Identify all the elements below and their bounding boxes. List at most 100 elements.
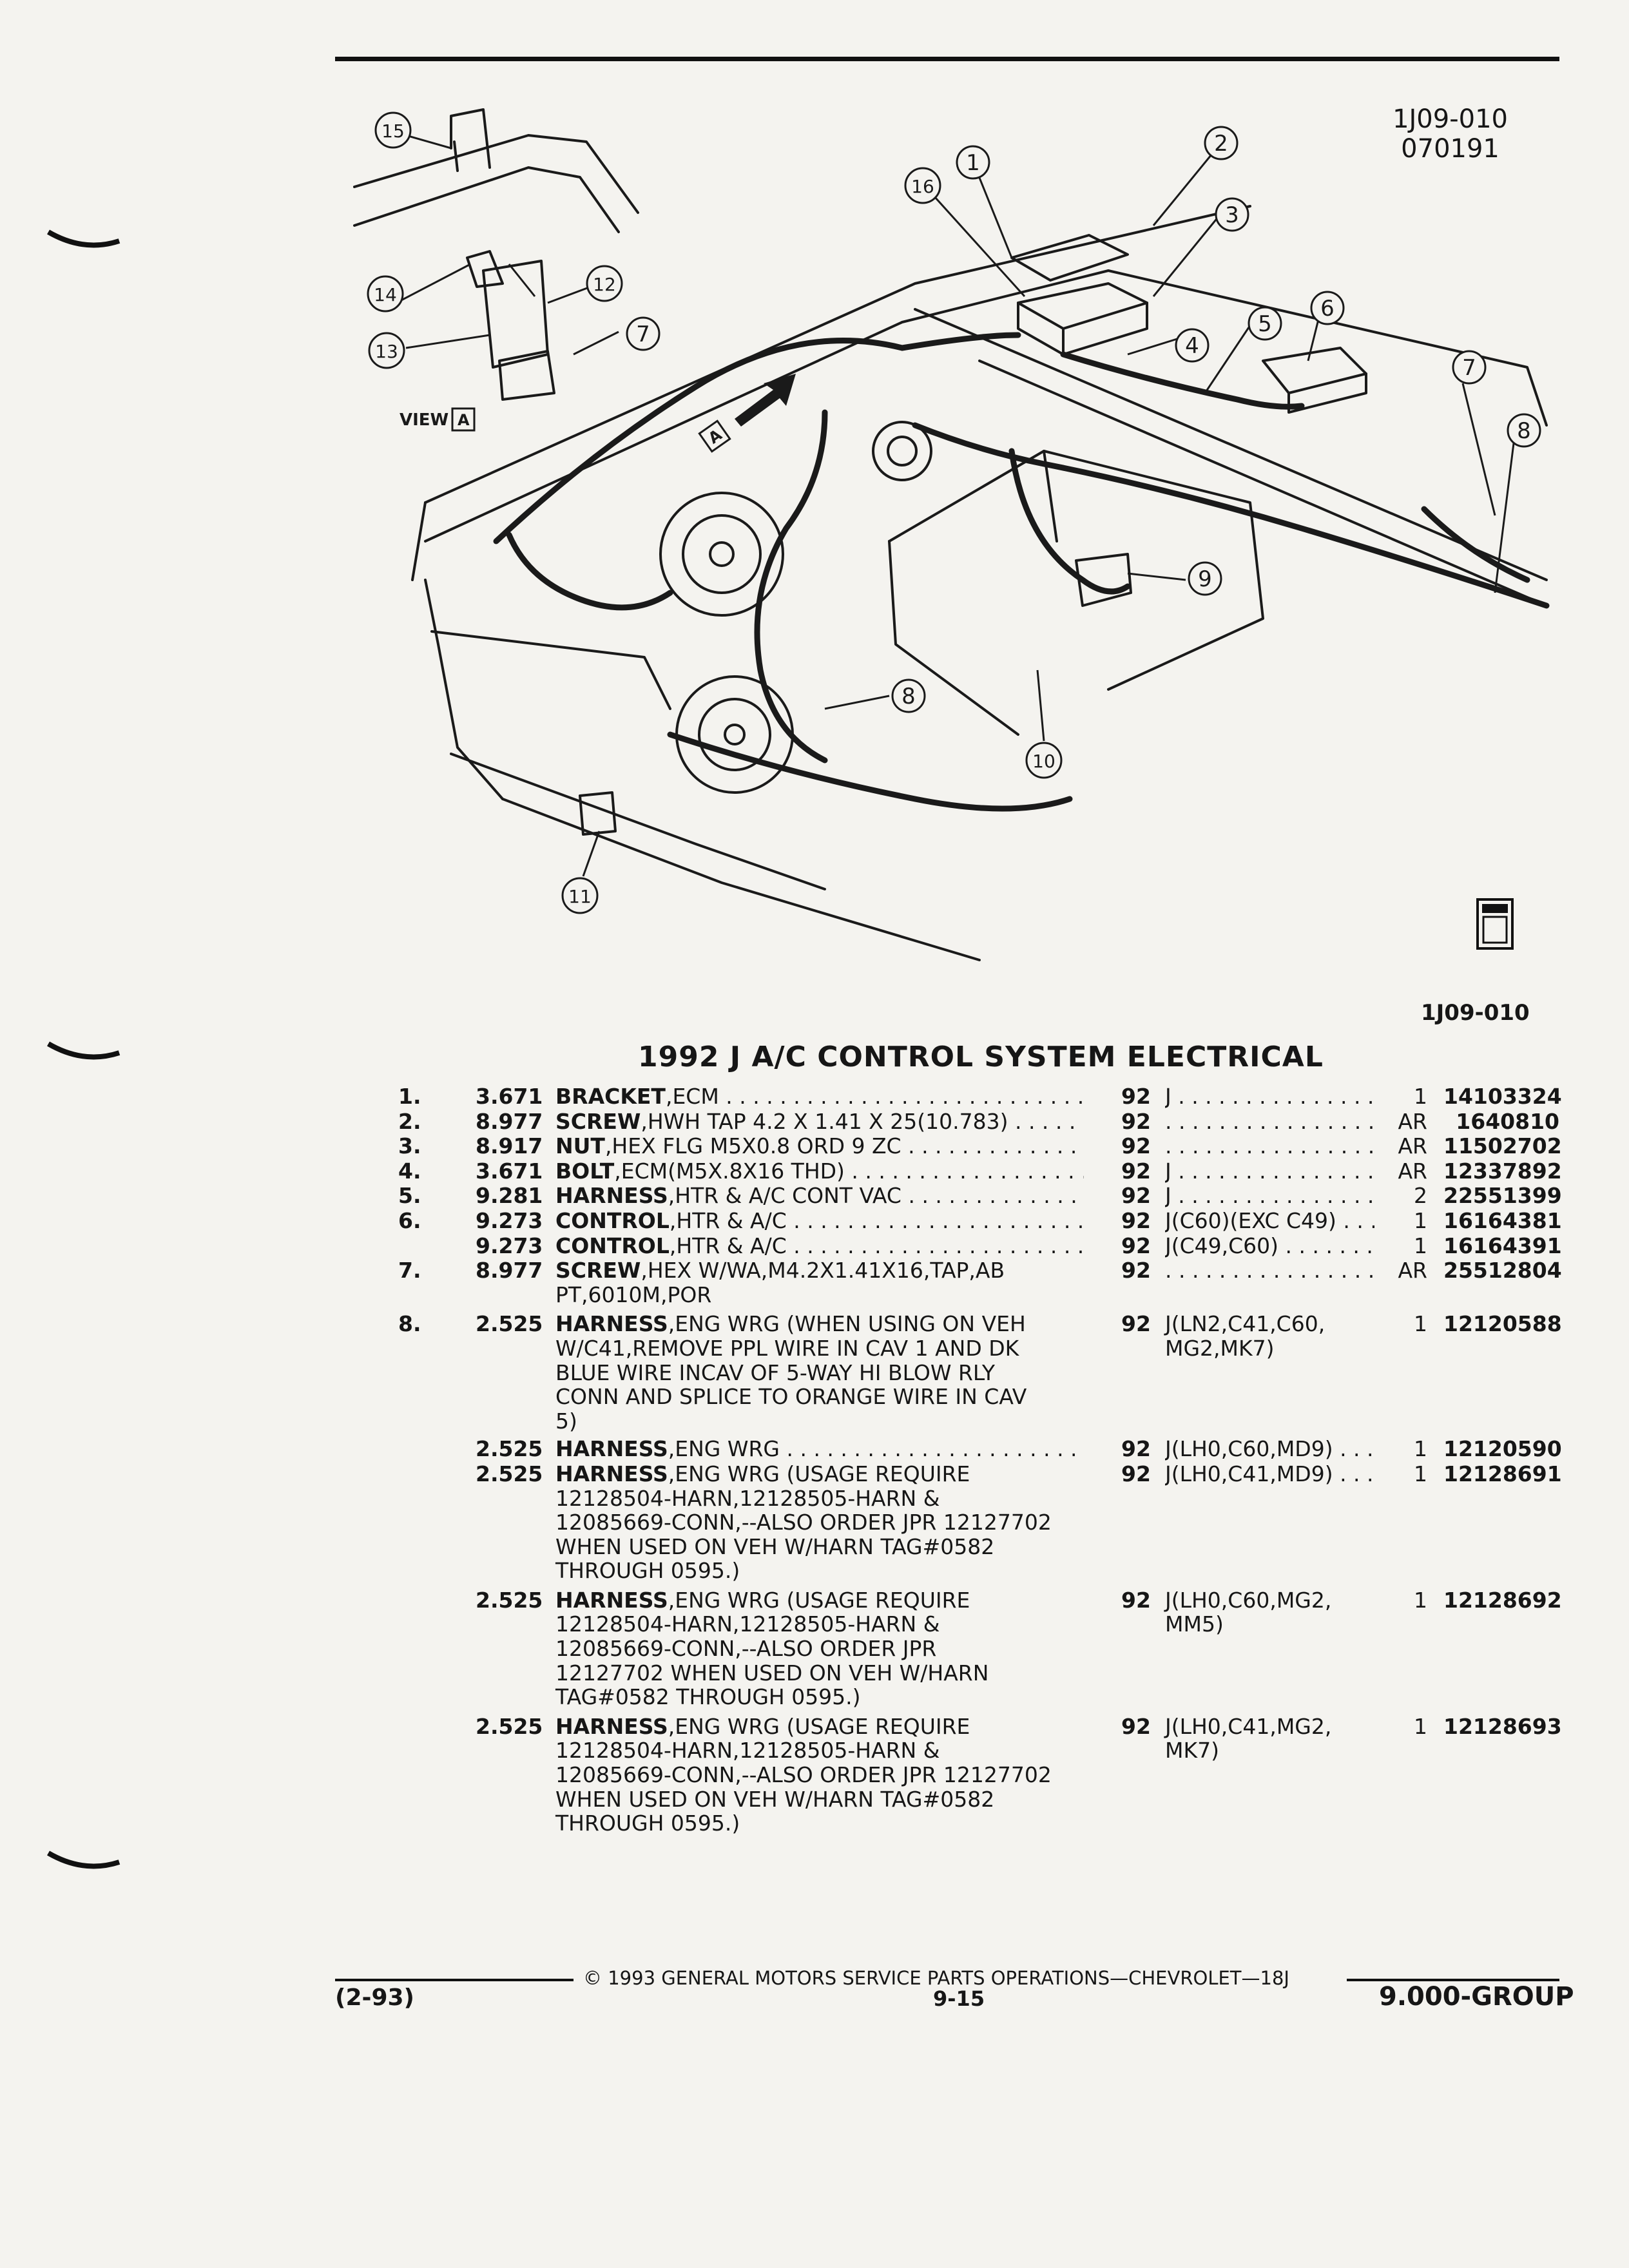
model-year: 92	[1121, 1133, 1151, 1159]
page-title: 1992 J A/C CONTROL SYSTEM ELECTRICAL	[638, 1041, 1324, 1073]
quantity: 1	[1414, 1713, 1427, 1739]
quantity: 1	[1414, 1311, 1427, 1337]
callout-16: 16	[904, 167, 941, 204]
group-number: 2.525	[476, 1311, 543, 1337]
figure-label: 1J09-010	[1421, 1000, 1530, 1026]
callout-5: 5	[1248, 306, 1282, 341]
part-number: 16164391	[1443, 1233, 1562, 1258]
model-year: 92	[1121, 1233, 1151, 1258]
model-year: 92	[1121, 1587, 1151, 1613]
part-description: ,ENG WRG	[668, 1437, 780, 1461]
quantity: 1	[1414, 1587, 1427, 1613]
part-name: SCREW	[555, 1109, 641, 1134]
parts-row: 2.525 HARNESS,ENG WRG (USAGE REQUIRE 121…	[0, 1713, 1629, 1836]
part-description: ,HEX FLG M5X0.8 ORD 9 ZC	[604, 1134, 901, 1158]
callout-7-view: 7	[626, 316, 660, 351]
svg-text:7: 7	[1462, 355, 1476, 381]
usage-code: J(LH0,C41,MG2, MK7)	[1165, 1713, 1332, 1763]
model-year: 92	[1121, 1461, 1151, 1486]
part-name: SCREW	[555, 1258, 641, 1283]
usage-code: J	[1165, 1159, 1374, 1184]
quantity: AR	[1398, 1158, 1427, 1184]
top-rule	[335, 57, 1559, 61]
part-name: NUT	[555, 1134, 605, 1158]
svg-text:7: 7	[636, 322, 650, 347]
parts-list: 1. 3.671 BRACKET,ECM 92 J 1 14103324 2. …	[0, 1084, 1629, 1836]
part-name: HARNESS	[555, 1461, 668, 1486]
revision-date: (2-93)	[335, 1984, 414, 2011]
svg-text:12: 12	[593, 274, 616, 295]
parts-row: 3. 8.917 NUT,HEX FLG M5X0.8 ORD 9 ZC 92 …	[0, 1134, 1629, 1158]
usage-code	[1165, 1258, 1374, 1283]
view-letter: A	[458, 411, 470, 429]
model-year: 92	[1121, 1084, 1151, 1109]
callout-14: 14	[367, 275, 404, 312]
parts-row: 9.273 CONTROL,HTR & A/C 92 J(C49,C60) 1 …	[0, 1233, 1629, 1258]
page-code: 1J09-010	[1393, 104, 1508, 134]
parts-row: 8. 2.525 HARNESS,ENG WRG (WHEN USING ON …	[0, 1312, 1629, 1433]
callout-13: 13	[368, 332, 405, 369]
part-number: 12120588	[1443, 1311, 1562, 1337]
callout-8: 8	[1507, 413, 1541, 448]
model-year: 92	[1121, 1183, 1151, 1209]
model-year: 92	[1121, 1158, 1151, 1184]
page-date: 070191	[1401, 134, 1499, 164]
quantity: AR	[1398, 1133, 1427, 1159]
parts-row: 2.525 HARNESS,ENG WRG 92 J(LH0,C60,MD9) …	[0, 1437, 1629, 1461]
quantity: 1	[1414, 1233, 1427, 1258]
callout-12: 12	[586, 265, 623, 302]
callout-9: 9	[1188, 561, 1222, 596]
callout-1: 1	[956, 145, 990, 180]
part-description: ,HTR & A/C	[669, 1208, 787, 1233]
svg-text:11: 11	[568, 886, 592, 907]
part-description: ,ECM	[665, 1084, 719, 1109]
exploded-view-illustration: A VIEW A 1 2 3 4 5 6 7 7 8 8 9	[353, 108, 1550, 961]
item-number: 2.	[398, 1108, 421, 1134]
svg-text:8: 8	[1517, 418, 1531, 444]
quantity: 1	[1414, 1461, 1427, 1486]
footer-rule-right	[1347, 1979, 1559, 1981]
item-number: 1.	[398, 1084, 421, 1109]
gm-spo-logo	[1476, 898, 1514, 950]
parts-row: 2. 8.977 SCREW,HWH TAP 4.2 X 1.41 X 25(1…	[0, 1108, 1629, 1134]
part-name: BRACKET	[555, 1084, 666, 1109]
parts-row: 5. 9.281 HARNESS,HTR & A/C CONT VAC 92 J…	[0, 1184, 1629, 1208]
parts-row: 2.525 HARNESS,ENG WRG (USAGE REQUIRE 121…	[0, 1588, 1629, 1709]
callout-2: 2	[1204, 126, 1239, 160]
usage-code: J	[1165, 1184, 1374, 1208]
usage-code: J(LH0,C41,MD9)	[1165, 1462, 1374, 1486]
item-number: 7.	[398, 1258, 421, 1283]
quantity: AR	[1398, 1108, 1427, 1134]
callout-4: 4	[1175, 328, 1210, 363]
part-name: BOLT	[555, 1158, 615, 1184]
part-name: CONTROL	[555, 1233, 670, 1258]
group-number: 9.273	[476, 1207, 543, 1233]
group-number: 8.917	[476, 1133, 543, 1159]
callout-11: 11	[561, 877, 599, 914]
item-number: 4.	[398, 1158, 421, 1184]
footer-rule-left	[335, 1979, 574, 1981]
copyright: © 1993 GENERAL MOTORS SERVICE PARTS OPER…	[583, 1967, 1289, 1989]
svg-text:9: 9	[1198, 566, 1212, 592]
part-number: 12128692	[1443, 1587, 1562, 1613]
usage-code: J	[1165, 1084, 1374, 1109]
page-number: 9-15	[933, 1986, 985, 2011]
part-description: ,ENG WRG (USAGE REQUIRE 12128504-HARN,12…	[555, 1461, 1052, 1584]
svg-text:3: 3	[1225, 202, 1239, 228]
part-description: ,ENG WRG (USAGE REQUIRE 12128504-HARN,12…	[555, 1713, 1052, 1836]
binder-mark-bottom	[46, 1850, 120, 1869]
quantity: 1	[1414, 1084, 1427, 1109]
part-name: HARNESS	[555, 1184, 668, 1208]
part-description: ,ECM(M5X.8X16 THD)	[614, 1158, 845, 1184]
callout-15: 15	[374, 111, 412, 149]
usage-code	[1165, 1110, 1374, 1134]
group-number: 2.525	[476, 1461, 543, 1486]
svg-text:13: 13	[375, 341, 398, 362]
model-year: 92	[1121, 1258, 1151, 1283]
part-name: HARNESS	[555, 1713, 668, 1739]
quantity: 1	[1414, 1207, 1427, 1233]
item-number: 6.	[398, 1207, 421, 1233]
callout-8-lower: 8	[891, 678, 926, 713]
group-number: 3.671	[476, 1084, 543, 1109]
group-label: 9.000-GROUP	[1379, 1982, 1574, 2012]
